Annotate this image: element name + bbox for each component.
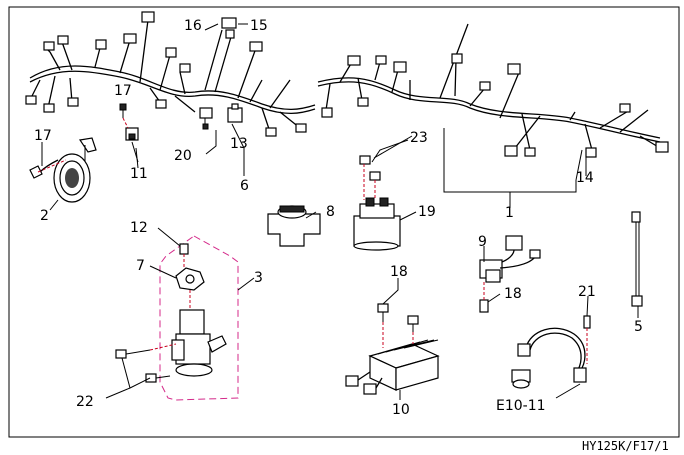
sensor-part-e10-11[interactable] [511,327,587,389]
callout-5: 5 [634,319,643,335]
callout-6: 6 [240,178,249,194]
callout-21: 21 [578,284,596,300]
rubber-boot-part-8[interactable] [267,205,321,247]
callout-23: 23 [410,130,428,146]
starter-relay-part-19[interactable] [353,197,401,251]
bolt-part-22a[interactable] [115,343,177,359]
callout-17b: 17 [114,83,132,99]
callout-18b: 18 [504,286,522,302]
callout-22: 22 [76,394,94,410]
switch-part-11[interactable] [125,127,139,163]
cover-part-23[interactable] [359,155,381,200]
relay-part-9[interactable] [479,235,541,283]
bolt-part-22b[interactable] [145,373,171,383]
callout-10: 10 [392,402,410,418]
callout-3: 3 [254,270,263,286]
nut-part-7[interactable] [175,267,205,312]
wiring-harness[interactable] [25,11,669,158]
callout-19: 19 [418,204,436,220]
bolt-part-12[interactable] [179,243,189,270]
connector-part-20[interactable] [199,107,213,130]
bolts-part-18a[interactable] [377,303,419,348]
bolt-part-18b[interactable] [479,282,489,313]
leader-lines [41,23,639,400]
callout-11: 11 [130,166,148,182]
callout-8: 8 [326,204,335,220]
callout-7: 7 [136,258,145,274]
diagram-code: HY125K/F17/1 [582,439,669,453]
callout-9: 9 [478,234,487,250]
bolt-part-17b[interactable] [119,103,129,129]
callout-12: 12 [130,220,148,236]
callout-2: 2 [40,208,49,224]
coil-assembly-boundary [159,235,239,401]
callout-16: 16 [184,18,202,34]
callout-e10-11: E10-11 [496,398,546,414]
callout-14: 14 [576,170,594,186]
callout-1: 1 [505,205,514,221]
diagram-frame [8,6,680,438]
callout-20: 20 [174,148,192,164]
regulator-rectifier-part-10[interactable] [345,339,440,395]
horn-part-2[interactable] [39,137,97,203]
callout-18a: 18 [390,264,408,280]
relay-part-13[interactable] [227,103,243,123]
bolt-part-17a[interactable] [29,159,67,179]
callout-17a: 17 [34,128,52,144]
ignition-coil[interactable] [171,309,227,377]
cable-part-5[interactable] [631,211,643,307]
callout-15: 15 [250,18,268,34]
connector-part-15-16[interactable] [221,17,237,39]
callout-13: 13 [230,136,248,152]
